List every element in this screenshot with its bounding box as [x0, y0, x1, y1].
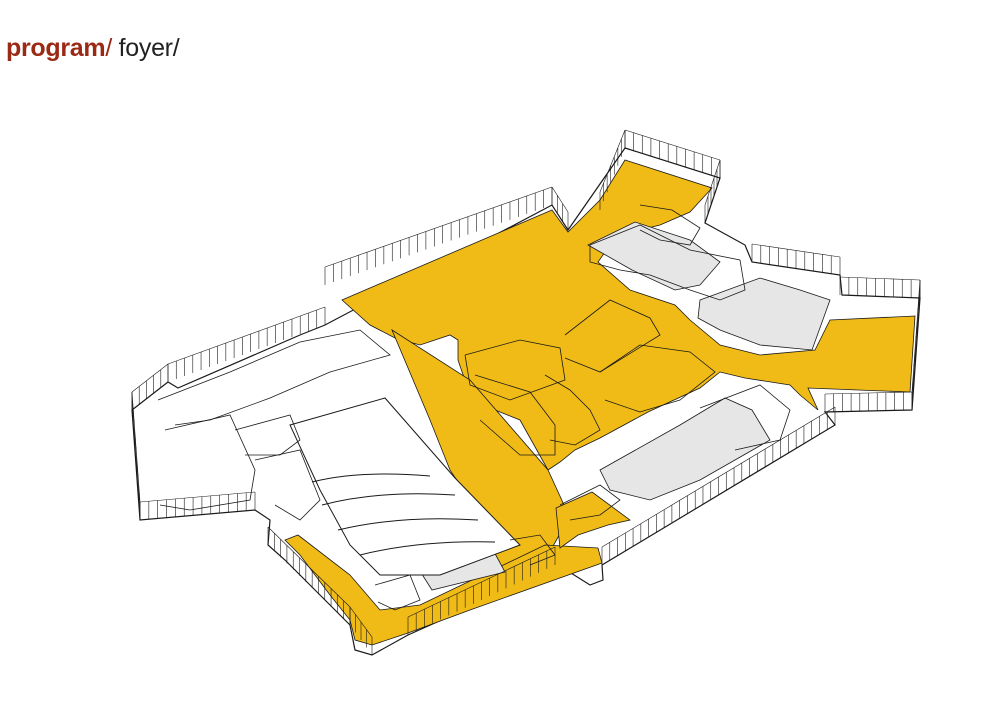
auditorium-outline [289, 397, 521, 576]
curtain-wall-mullions [131, 129, 921, 655]
wall-top-edge [839, 276, 921, 281]
title-separator: / [105, 34, 112, 62]
partitions [157, 204, 791, 611]
wall-top-edge [139, 491, 256, 503]
auditorium-seating-curve [311, 473, 431, 483]
room-lower-hall [599, 397, 771, 501]
page-title: program/ foyer/ [6, 34, 180, 63]
wall-top-edge [131, 363, 169, 393]
wall-top-edge [551, 186, 569, 213]
wall-top-edge [599, 129, 626, 193]
title-foyer: foyer [118, 34, 173, 62]
auditorium [289, 397, 521, 576]
title-trailing-slash: / [172, 34, 180, 62]
foyer-lower-right [555, 491, 631, 549]
wall-top-edge [167, 306, 326, 365]
wall-top-edge [267, 526, 351, 608]
title-program: program [6, 34, 106, 62]
wall-top-edge [624, 129, 721, 161]
wall-top-edge [704, 159, 721, 206]
wall-top-edge [324, 186, 553, 268]
